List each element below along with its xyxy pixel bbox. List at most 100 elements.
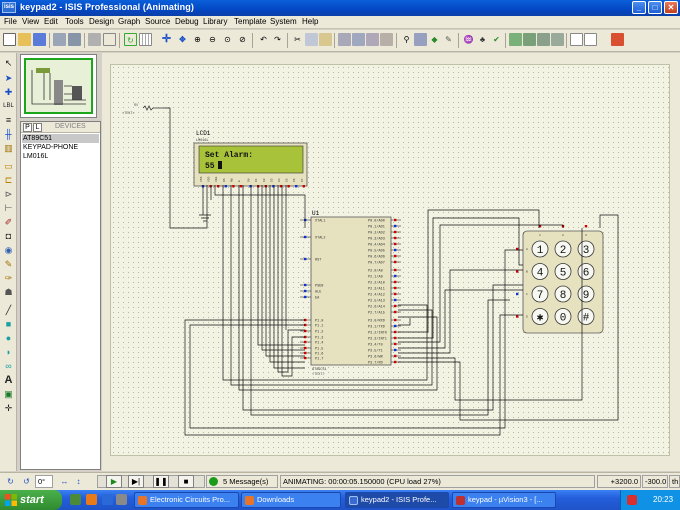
mirror-horizontal-icon[interactable]: ↔: [60, 477, 69, 486]
import-icon[interactable]: [53, 33, 66, 46]
netlist-icon[interactable]: [584, 33, 597, 46]
start-button[interactable]: start: [0, 490, 62, 510]
zoom-in-icon[interactable]: ⊕: [194, 35, 201, 44]
quicklaunch-explorer-icon[interactable]: [116, 494, 127, 505]
open-folder-icon[interactable]: [18, 33, 31, 46]
property-tool-icon[interactable]: ✔: [493, 35, 500, 44]
block-copy-icon[interactable]: [338, 33, 351, 46]
messages-box[interactable]: 5 Message(s): [206, 475, 278, 488]
pick-device-icon[interactable]: ⚲: [403, 35, 410, 44]
circle-tool-icon[interactable]: ●: [5, 333, 12, 343]
goto-sheet-icon[interactable]: [537, 33, 550, 46]
cut-icon[interactable]: ✂: [294, 35, 301, 44]
menu-file[interactable]: File: [4, 17, 17, 26]
voltage-probe-icon[interactable]: ◘: [5, 231, 12, 241]
mirror-vertical-icon[interactable]: ↕: [76, 477, 81, 486]
symbol-tool-icon[interactable]: ▣: [4, 389, 13, 399]
device-item-at89c51[interactable]: AT89C51: [22, 134, 99, 143]
device-pins-icon[interactable]: ⊏: [4, 175, 13, 185]
close-button[interactable]: ✕: [664, 1, 678, 14]
device-item-keypad-phone[interactable]: KEYPAD-PHONE: [23, 144, 79, 151]
device-item-lm016l[interactable]: LM016L: [23, 153, 49, 160]
minimize-button[interactable]: _: [632, 1, 646, 14]
block-rotate-icon[interactable]: [366, 33, 379, 46]
export-icon[interactable]: [68, 33, 81, 46]
task-electronic-circuits[interactable]: Electronic Circuits Pro...: [134, 492, 239, 508]
lcd-module[interactable]: LCD1 LM016L <TEXT> Set Alarm: 55 VSSVDDV…: [193, 130, 308, 188]
rotation-angle-field[interactable]: 0°: [35, 475, 53, 488]
wire-autoroute-icon[interactable]: ♒: [463, 35, 474, 44]
paste-icon[interactable]: [319, 33, 332, 46]
marker-tool-icon[interactable]: ✛: [4, 403, 13, 413]
remove-sheet-icon[interactable]: [523, 33, 536, 46]
virtual-instruments-icon[interactable]: ◉: [4, 245, 13, 255]
text-tool-icon[interactable]: A: [4, 374, 13, 386]
library-manager-button[interactable]: L: [33, 123, 42, 132]
menu-help[interactable]: Help: [302, 17, 319, 26]
copy-icon[interactable]: [305, 33, 318, 46]
pan-icon[interactable]: ✥: [179, 35, 186, 44]
path-tool-icon[interactable]: ∞: [5, 361, 12, 371]
new-file-icon[interactable]: [3, 33, 16, 46]
zoom-child-icon[interactable]: [551, 33, 564, 46]
stop-button[interactable]: ■: [178, 475, 194, 488]
redo-icon[interactable]: ↷: [274, 35, 281, 44]
line-tool-icon[interactable]: ╱: [5, 305, 12, 315]
wire-label-icon[interactable]: LBL: [3, 103, 14, 109]
current-probe-icon[interactable]: ✎: [4, 259, 13, 269]
menu-graph[interactable]: Graph: [118, 17, 141, 26]
menu-source[interactable]: Source: [145, 17, 171, 26]
menu-edit[interactable]: Edit: [44, 17, 58, 26]
task-downloads[interactable]: Downloads: [241, 492, 341, 508]
arc-tool-icon[interactable]: ◗: [5, 347, 12, 357]
rotate-cw-icon[interactable]: ↻: [7, 477, 14, 486]
generator-icon[interactable]: ✐: [4, 217, 13, 227]
pause-button[interactable]: ❚❚: [153, 475, 169, 488]
menu-template[interactable]: Template: [234, 17, 267, 26]
graph-mode-icon[interactable]: ⊳: [4, 189, 13, 199]
instrument-icon[interactable]: ☗: [4, 287, 13, 297]
make-device-icon[interactable]: [414, 33, 427, 46]
isis-app-icon[interactable]: isis: [2, 2, 16, 13]
zoom-area-icon[interactable]: ⊘: [239, 35, 246, 44]
play-button[interactable]: ▶: [106, 475, 122, 488]
menu-debug[interactable]: Debug: [175, 17, 199, 26]
selection-mode-icon[interactable]: ↖: [4, 58, 13, 68]
menu-library[interactable]: Library: [203, 17, 228, 26]
potentiometer-rv[interactable]: RV <TEXT>: [122, 104, 165, 116]
grid-icon[interactable]: [139, 33, 152, 46]
pick-devices-button[interactable]: P: [23, 123, 32, 132]
task-isis[interactable]: keypad2 - ISIS Profe...: [345, 492, 449, 508]
junction-dot-icon[interactable]: ✚: [4, 87, 13, 97]
origin-icon[interactable]: ✛: [161, 33, 172, 45]
quicklaunch-desktop-icon[interactable]: [70, 494, 81, 505]
search-icon[interactable]: ♣: [479, 35, 486, 44]
quicklaunch-ie-icon[interactable]: [102, 494, 113, 505]
decompose-icon[interactable]: ✎: [445, 35, 452, 44]
undo-icon[interactable]: ↶: [260, 35, 267, 44]
microcontroller-u1[interactable]: U1 AT89C51 <TEXT> XTAL1XTAL2RSTPSENALEEA…: [300, 210, 401, 377]
tape-recorder-icon[interactable]: ⊢: [4, 203, 13, 213]
refresh-icon[interactable]: ↻: [124, 33, 137, 46]
step-button[interactable]: ▶|: [128, 475, 144, 488]
probe-icon[interactable]: ✑: [4, 273, 13, 283]
block-move-icon[interactable]: [352, 33, 365, 46]
text-script-icon[interactable]: ≡: [5, 115, 12, 125]
print-icon[interactable]: [88, 33, 101, 46]
menu-tools[interactable]: Tools: [65, 17, 84, 26]
block-delete-icon[interactable]: [380, 33, 393, 46]
menu-view[interactable]: View: [22, 17, 40, 26]
component-mode-icon[interactable]: ➤: [4, 73, 13, 83]
menu-system[interactable]: System: [270, 17, 297, 26]
subcircuit-icon[interactable]: ▥: [4, 143, 13, 153]
terminals-icon[interactable]: ▭: [4, 161, 13, 171]
ares-pcb-icon[interactable]: [611, 33, 624, 46]
zoom-out-icon[interactable]: ⊖: [209, 35, 216, 44]
box-tool-icon[interactable]: ■: [5, 319, 12, 329]
rotate-ccw-icon[interactable]: ↺: [23, 477, 30, 486]
bill-of-materials-icon[interactable]: [570, 33, 583, 46]
save-icon[interactable]: [33, 33, 46, 46]
new-sheet-icon[interactable]: [509, 33, 522, 46]
menu-design[interactable]: Design: [89, 17, 114, 26]
